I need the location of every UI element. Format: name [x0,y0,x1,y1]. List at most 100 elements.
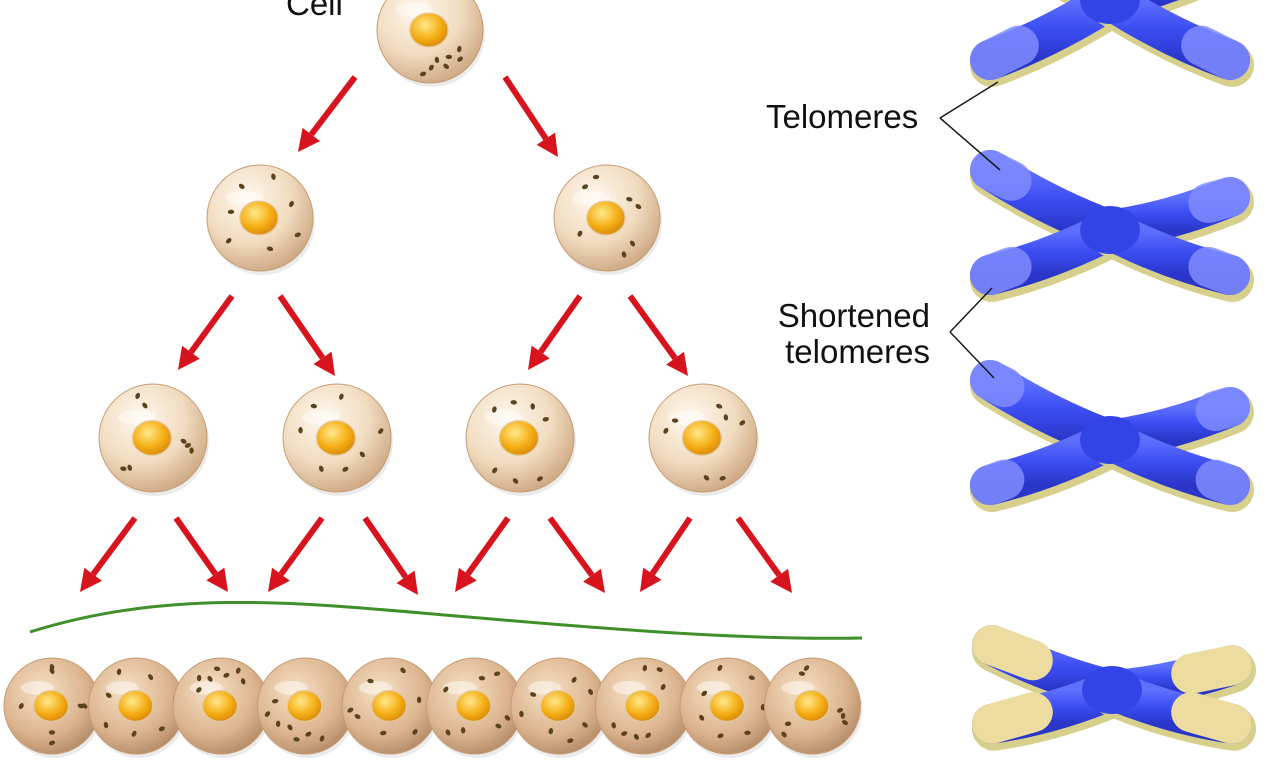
organelle [77,703,84,709]
division-arrow [502,75,558,157]
organelle [196,674,202,682]
organelle [318,465,324,472]
organelle [629,240,636,247]
organelle [131,730,137,737]
organelle [492,406,497,413]
organelle [739,420,746,426]
nucleus [540,690,576,722]
nucleus [793,690,830,722]
organelle [305,731,312,737]
organelle [536,476,543,482]
organelle [238,183,245,189]
division-arrows [80,75,792,595]
organelle [567,738,574,744]
organelle [582,722,588,728]
centromere [1080,206,1140,254]
telomere-leader-lines [939,81,1001,379]
organelle [519,710,524,718]
telomere-cap [972,692,1053,744]
organelle [781,731,787,738]
organelle [530,403,535,410]
organelle [189,447,194,454]
organelle [671,418,679,423]
organelle [310,403,318,409]
division-arrow [640,516,693,592]
organelle [798,671,806,676]
organelle [158,726,165,732]
cell [172,657,271,758]
cell [257,657,356,758]
organelle [180,438,187,444]
organelle [548,727,554,735]
organelle [495,723,502,729]
division-arrow [80,516,138,592]
centromere [1080,0,1140,24]
cell [510,657,609,758]
organelle [293,737,300,742]
division-arrow [298,75,358,152]
telomere-cap [970,360,1025,408]
division-arrow [547,516,605,593]
leader-line-telomeres-top [939,81,999,119]
cells [3,0,863,758]
organelle [457,56,463,62]
telomere-cap [1195,387,1250,431]
organelle [571,676,577,683]
organelle [380,730,387,736]
chromosome [970,0,1254,87]
division-arrow [455,516,511,592]
division-arrow [178,294,235,370]
organelle [271,173,276,180]
organelle [621,731,628,736]
telomere-cap [970,246,1032,295]
organelle [223,672,230,678]
organelle [723,414,729,421]
organelle [367,678,374,684]
organelle [445,729,451,736]
leader-line-shortened-bottom [949,331,995,379]
division-arrow [173,516,228,592]
organelle [319,735,325,742]
organelle [103,721,109,729]
organelle [642,664,648,672]
chromosomes [970,0,1256,751]
nucleus [624,690,661,722]
organelle [354,714,361,719]
organelle [842,720,848,726]
organelle [530,692,537,697]
chromosome [970,360,1254,512]
organelle [645,732,651,739]
nucleus [455,690,492,722]
nucleus [117,690,154,722]
cell [553,164,662,275]
cell [206,164,315,275]
organelle [416,696,422,704]
cell [465,383,576,496]
organelle [460,727,466,734]
organelle [443,686,449,693]
cell-label: Cell [286,0,343,22]
nucleus [131,420,172,456]
organelle [116,668,122,675]
chromosome [970,150,1254,302]
organelle [784,721,792,726]
organelle [744,730,751,736]
organelle [719,475,726,481]
organelle [49,667,55,674]
organelle [227,209,235,215]
organelle [148,674,154,681]
organelle [120,466,127,471]
telomere-cap [970,459,1025,505]
organelle [510,400,517,405]
organelle [105,692,112,698]
organelle [803,665,810,671]
cell [3,657,102,758]
centromere [1080,416,1140,464]
nucleus [709,690,745,722]
division-arrow [268,516,325,592]
organelle [478,675,486,681]
organelle [504,715,511,721]
organelle [621,251,627,258]
organelle [840,712,846,720]
telomere-cap [970,25,1039,80]
